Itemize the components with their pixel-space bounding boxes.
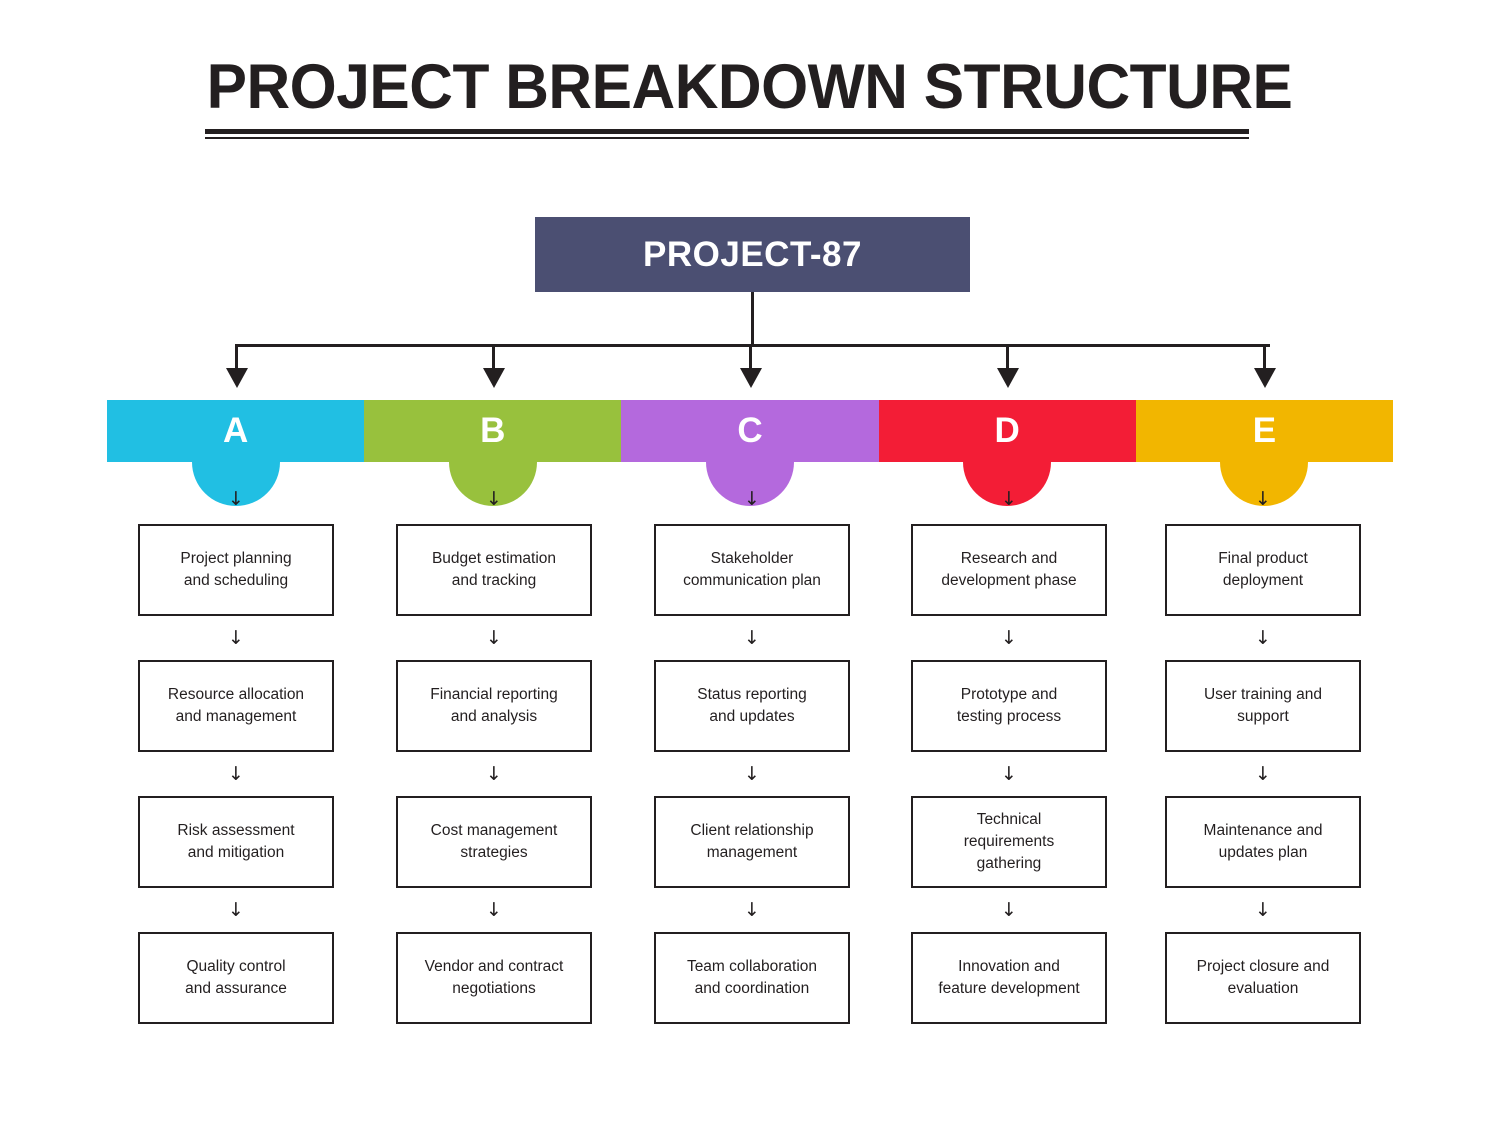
category-segment-a[interactable]	[107, 400, 365, 462]
task-box[interactable]: User training and support	[1165, 660, 1361, 752]
down-arrow-icon: ↓	[1255, 763, 1271, 785]
task-box[interactable]: Cost management strategies	[396, 796, 592, 888]
root-node-label: PROJECT-87	[643, 234, 862, 274]
down-arrow-icon: ↓	[1001, 488, 1017, 510]
task-box[interactable]: Status reporting and updates	[654, 660, 850, 752]
task-label: Financial reporting and analysis	[430, 686, 558, 725]
connector-drop-d	[1006, 344, 1009, 372]
connector-drop-e	[1263, 344, 1266, 372]
task-label: Client relationship management	[690, 822, 814, 861]
task-label: Vendor and contract negotiations	[424, 958, 564, 997]
down-arrow-icon: ↓	[1001, 899, 1017, 921]
down-arrow-icon: ↓	[486, 763, 502, 785]
down-arrow-icon: ↓	[1255, 627, 1271, 649]
task-label: Resource allocation and management	[167, 686, 305, 725]
connector-stem	[751, 292, 754, 346]
task-box[interactable]: Vendor and contract negotiations	[396, 932, 592, 1024]
task-box[interactable]: Client relationship management	[654, 796, 850, 888]
connector-arrowhead-d	[997, 368, 1019, 388]
down-arrow-icon: ↓	[1001, 763, 1017, 785]
category-letter-a: A	[222, 411, 249, 450]
category-bar: A B C D E	[107, 400, 1393, 506]
task-label: Status reporting and updates	[697, 686, 807, 725]
connector-drop-b	[492, 344, 495, 372]
down-arrow-icon: ↓	[1255, 488, 1271, 510]
down-arrow-icon: ↓	[744, 899, 760, 921]
task-label: Stakeholder communication plan	[683, 550, 821, 589]
category-segment-d[interactable]	[878, 400, 1136, 462]
connector-arrowhead-a	[226, 368, 248, 388]
task-box[interactable]: Research and development phase	[911, 524, 1107, 616]
down-arrow-icon: ↓	[486, 899, 502, 921]
page-title-wrap: PROJECT BREAKDOWN STRUCTURE	[0, 56, 1500, 119]
task-label: Innovation and feature development	[938, 958, 1080, 997]
down-arrow-icon: ↓	[744, 627, 760, 649]
down-arrow-icon: ↓	[228, 763, 244, 785]
task-box[interactable]: Innovation and feature development	[911, 932, 1107, 1024]
connector-arrowhead-c	[740, 368, 762, 388]
task-label: User training and support	[1203, 686, 1323, 725]
task-box[interactable]: Risk assessment and mitigation	[138, 796, 334, 888]
task-label: Research and development phase	[941, 550, 1077, 589]
task-column-b: ↓ Budget estimation and tracking ↓ Financia…	[396, 487, 592, 1024]
down-arrow-icon: ↓	[1001, 627, 1017, 649]
root-node[interactable]: PROJECT-87	[535, 217, 970, 292]
category-segment-c[interactable]	[621, 400, 879, 462]
task-box[interactable]: Quality control and assurance	[138, 932, 334, 1024]
down-arrow-icon: ↓	[1255, 899, 1271, 921]
down-arrow-icon: ↓	[744, 763, 760, 785]
task-box[interactable]: Project planning and scheduling	[138, 524, 334, 616]
task-box[interactable]: Technical requirements gathering	[911, 796, 1107, 888]
down-arrow-icon: ↓	[228, 627, 244, 649]
task-box[interactable]: Stakeholder communication plan	[654, 524, 850, 616]
connector-drop-c	[749, 344, 752, 372]
task-column-a: ↓ Project planning and scheduling ↓ Resourc…	[138, 487, 334, 1024]
task-box[interactable]: Maintenance and updates plan	[1165, 796, 1361, 888]
task-box[interactable]: Prototype and testing process	[911, 660, 1107, 752]
task-box[interactable]: Financial reporting and analysis	[396, 660, 592, 752]
down-arrow-icon: ↓	[744, 488, 760, 510]
task-label: Cost management strategies	[430, 822, 558, 861]
task-label: Project closure and evaluation	[1196, 958, 1330, 997]
task-label: Team collaboration and coordination	[686, 958, 818, 997]
task-label: Project planning and scheduling	[180, 550, 292, 589]
page-title: PROJECT BREAKDOWN STRUCTURE	[207, 52, 1293, 122]
task-box[interactable]: Budget estimation and tracking	[396, 524, 592, 616]
task-box[interactable]: Project closure and evaluation	[1165, 932, 1361, 1024]
connector-arrowhead-b	[483, 368, 505, 388]
task-column-d: ↓ Research and development phase ↓ Prototyp…	[911, 487, 1107, 1024]
category-segment-b[interactable]	[364, 400, 622, 462]
connector-arrowhead-e	[1254, 368, 1276, 388]
category-segment-e[interactable]	[1135, 400, 1393, 462]
down-arrow-icon: ↓	[486, 627, 502, 649]
title-underline-thick	[205, 129, 1249, 134]
task-column-e: ↓ Final product deployment ↓ User training …	[1165, 487, 1361, 1024]
task-label: Quality control and assurance	[185, 958, 287, 997]
task-label: Risk assessment and mitigation	[177, 822, 295, 861]
task-label: Maintenance and updates plan	[1203, 822, 1323, 861]
down-arrow-icon: ↓	[228, 488, 244, 510]
task-label: Budget estimation and tracking	[431, 550, 557, 589]
down-arrow-icon: ↓	[228, 899, 244, 921]
connector-rail	[235, 344, 1270, 347]
category-letter-c: C	[737, 411, 763, 450]
task-box[interactable]: Resource allocation and management	[138, 660, 334, 752]
connector-drop-a	[235, 344, 238, 372]
task-column-c: ↓ Stakeholder communication plan ↓ Status r…	[654, 487, 850, 1024]
title-underline-thin	[205, 137, 1249, 139]
task-label: Prototype and testing process	[956, 686, 1062, 725]
category-letter-d: D	[994, 411, 1020, 450]
task-box[interactable]: Team collaboration and coordination	[654, 932, 850, 1024]
task-label: Final product deployment	[1218, 550, 1308, 589]
task-label: Technical requirements gathering	[963, 811, 1055, 872]
down-arrow-icon: ↓	[486, 488, 502, 510]
category-letter-b: B	[480, 411, 506, 450]
category-letter-e: E	[1252, 411, 1277, 450]
task-box[interactable]: Final product deployment	[1165, 524, 1361, 616]
